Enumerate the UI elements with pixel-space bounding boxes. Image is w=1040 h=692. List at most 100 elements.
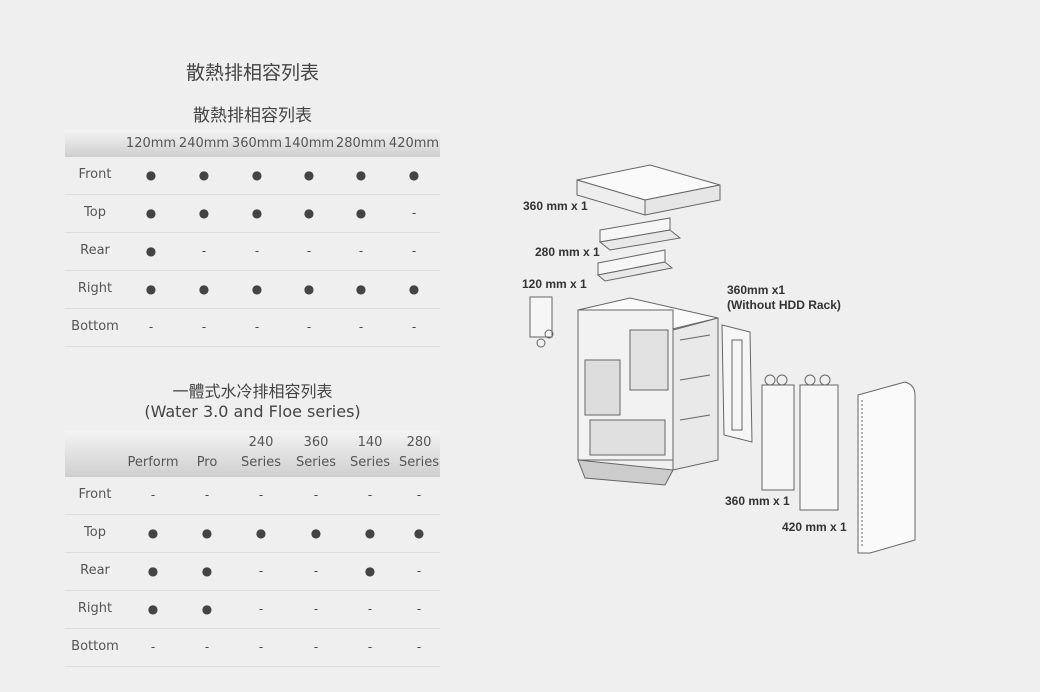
compat-mark: - [411, 244, 417, 258]
compat-mark: - [150, 488, 156, 502]
compat-mark: - [411, 206, 417, 220]
compat-mark: - [204, 488, 210, 502]
table-row: Front - - - - - - [65, 477, 440, 515]
radiator-rear-120 [529, 296, 554, 348]
row-label: Right [77, 281, 113, 296]
column-header: 360mm [231, 136, 283, 151]
compat-mark: ● [147, 526, 159, 540]
compat-mark: - [258, 640, 264, 654]
compat-mark: ● [145, 282, 157, 296]
compat-mark: - [358, 244, 364, 258]
column-header-line2: Series [399, 455, 439, 470]
column-header-line2: Pro [196, 455, 218, 470]
compat-mark: ● [364, 526, 376, 540]
compat-mark: - [150, 640, 156, 654]
compat-mark: - [258, 602, 264, 616]
compat-mark: ● [303, 206, 315, 220]
table2-title-line2: (Water 3.0 and Floe series) [144, 402, 361, 421]
compat-mark: - [313, 640, 319, 654]
compat-mark: ● [198, 206, 210, 220]
table-row: Right●●---- [65, 591, 440, 629]
table-row: Rear ● - - - - - [65, 233, 440, 271]
radiator-top-360 [598, 217, 682, 251]
compat-mark: - [358, 320, 364, 334]
compat-mark: - [201, 244, 207, 258]
compat-mark: ● [201, 526, 213, 540]
compat-mark: ● [147, 602, 159, 616]
compat-mark: ● [251, 282, 263, 296]
table-row: Front●●●●●● [65, 157, 440, 195]
compat-mark: ● [355, 206, 367, 220]
table1-title: 散熱排相容列表 [193, 106, 312, 126]
label-right-360: 360mm x1 [727, 283, 786, 297]
column-header-line1: 140 [357, 435, 383, 450]
label-front-360: 360 mm x 1 [725, 494, 790, 508]
compat-mark: - [258, 488, 264, 502]
compat-mark: - [411, 320, 417, 334]
compat-mark: - [313, 564, 319, 578]
label-top-280: 280 mm x 1 [535, 245, 600, 259]
compat-mark: ● [303, 168, 315, 182]
compat-mark: - [306, 244, 312, 258]
compat-mark: ● [198, 282, 210, 296]
radiator-right-360 [721, 324, 753, 443]
column-header-line1: 360 [303, 435, 329, 450]
compat-mark: ● [145, 206, 157, 220]
compat-mark: ● [355, 282, 367, 296]
column-header: 280mm [335, 136, 387, 151]
compat-mark: ● [364, 564, 376, 578]
compat-mark: - [416, 602, 422, 616]
compat-mark: ● [145, 168, 157, 182]
compat-mark: - [367, 640, 373, 654]
table-row: Rear●●--●- [65, 553, 440, 591]
column-header-line2: Series [350, 455, 390, 470]
table-row: Right●●●●●● [65, 271, 440, 309]
compat-mark: ● [201, 602, 213, 616]
compat-mark: - [258, 564, 264, 578]
row-label: Bottom [71, 319, 119, 334]
compat-mark: - [416, 564, 422, 578]
table-row: Top●●●●●- [65, 195, 440, 233]
label-rear-120: 120 mm x 1 [522, 277, 587, 291]
radiator-front-420 [799, 374, 839, 511]
compat-mark: - [313, 602, 319, 616]
compat-mark: - [367, 602, 373, 616]
compat-mark: - [313, 488, 319, 502]
compat-mark: - [148, 320, 154, 334]
compat-mark: ● [198, 168, 210, 182]
compat-mark: ● [251, 168, 263, 182]
compat-mark: - [201, 320, 207, 334]
compat-mark: - [416, 488, 422, 502]
column-header-line1: 240 [248, 435, 274, 450]
compat-mark: - [306, 320, 312, 334]
top-panel [576, 164, 721, 216]
column-header-line1: 280 [406, 435, 432, 450]
table-row: Bottom------ [65, 309, 440, 347]
compat-mark: ● [201, 564, 213, 578]
row-label: Top [84, 205, 106, 220]
compat-mark: ● [408, 282, 420, 296]
table-row: Bottom------ [65, 629, 440, 667]
label-top-360: 360 mm x 1 [523, 199, 588, 213]
column-header: 120mm [125, 136, 177, 151]
row-label: Rear [80, 243, 110, 258]
compat-mark: - [367, 488, 373, 502]
column-header: 140mm [283, 136, 335, 151]
row-label: Front [78, 487, 112, 502]
row-label: Top [84, 525, 106, 540]
compat-mark: ● [355, 168, 367, 182]
compat-mark: - [254, 244, 260, 258]
table-row: Top●●●●●● [65, 515, 440, 553]
row-label: Rear [80, 563, 110, 578]
compat-mark: ● [145, 244, 157, 258]
compat-mark: ● [408, 168, 420, 182]
compat-mark: ● [310, 526, 322, 540]
compat-mark: ● [255, 526, 267, 540]
case-chassis [577, 297, 719, 486]
label-front-420: 420 mm x 1 [782, 520, 847, 534]
